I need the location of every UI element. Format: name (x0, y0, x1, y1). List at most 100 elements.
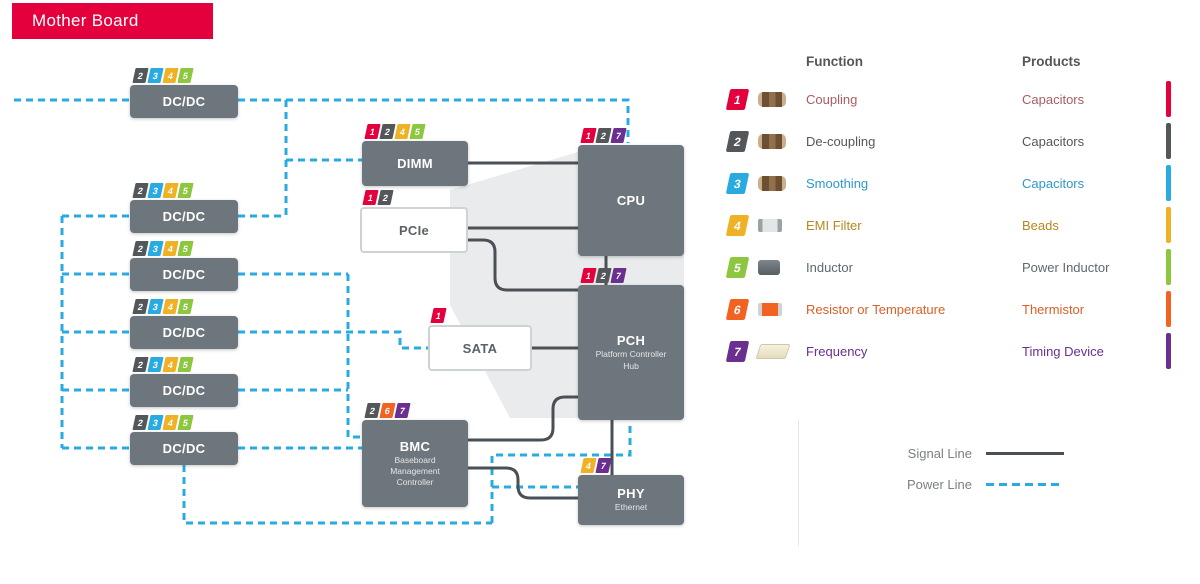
function-products-legend: Function Products 1 Coupling Capacitors … (725, 44, 1172, 372)
badge-row: 2 3 4 5 (132, 241, 194, 256)
function-badge-4: 4 (162, 241, 179, 256)
function-badge-3: 3 (147, 299, 164, 314)
box-label: DC/DC (162, 441, 206, 456)
box-sublabel: Ethernet (614, 502, 648, 513)
function-badge-2: 2 (132, 299, 149, 314)
function-badge-6: 6 (379, 403, 396, 418)
block-dcdc-2: 2 3 4 5 DC/DC (130, 183, 238, 233)
signal-line-sample (986, 452, 1064, 455)
product-label: Capacitors (1022, 91, 1085, 107)
box-label: DC/DC (162, 325, 206, 340)
block-dcdc-6: 2 3 4 5 DC/DC (130, 415, 238, 465)
capacitor-icon (758, 133, 806, 149)
function-badge-3: 3 (147, 241, 164, 256)
function-badge-2: 2 (132, 415, 149, 430)
box-label: DIMM (397, 156, 433, 171)
box-label: PHY (617, 486, 645, 502)
products-header: Products (1022, 53, 1081, 69)
block-dcdc-1: 2 3 4 5 DC/DC (130, 68, 238, 118)
box-sublabel: Platform Controller Hub (595, 349, 667, 371)
function-badge-2: 2 (595, 128, 612, 143)
function-badge-2: 2 (595, 268, 612, 283)
legend-color-bar (1166, 291, 1171, 327)
badge-row: 1 2 (362, 190, 394, 205)
function-badge-4: 4 (162, 68, 179, 83)
function-badge-2: 2 (364, 403, 381, 418)
function-badge-1: 1 (580, 268, 597, 283)
product-label: Timing Device (1022, 343, 1104, 359)
function-badge-7: 7 (725, 340, 750, 362)
box-label: DC/DC (162, 383, 206, 398)
function-badge-4: 4 (725, 214, 750, 236)
legend-row-decoupling: 2 De-coupling Capacitors (725, 120, 1172, 162)
function-badge-3: 3 (147, 357, 164, 372)
block-dcdc-5: 2 3 4 5 DC/DC (130, 357, 238, 407)
badge-row: 4 7 (580, 458, 612, 473)
function-badge-3: 3 (147, 415, 164, 430)
function-badge-4: 4 (162, 183, 179, 198)
power-lines (14, 98, 632, 525)
box-label: DC/DC (162, 267, 206, 282)
badge-row: 1 2 7 (580, 268, 627, 283)
badge-row: 2 3 4 5 (132, 357, 194, 372)
function-badge-3: 3 (725, 172, 750, 194)
function-badge-7: 7 (595, 458, 612, 473)
badge-row: 2 3 4 5 (132, 183, 194, 198)
function-label: EMI Filter (806, 217, 862, 233)
legend-row-coupling: 1 Coupling Capacitors (725, 78, 1172, 120)
phy-box: PHY Ethernet (578, 475, 684, 525)
block-dcdc-4: 2 3 4 5 DC/DC (130, 299, 238, 349)
function-badge-6: 6 (725, 298, 750, 320)
page-title-banner: Mother Board (12, 3, 213, 39)
legend-color-bar (1166, 333, 1171, 369)
function-badge-2: 2 (379, 124, 396, 139)
crystal-icon (755, 343, 806, 359)
function-badge-4: 4 (162, 415, 179, 430)
box-label: PCH (616, 333, 646, 349)
capacitor-icon (758, 91, 806, 107)
function-badge-2: 2 (132, 241, 149, 256)
function-badge-5: 5 (177, 183, 194, 198)
dcdc-box: DC/DC (130, 374, 238, 407)
badge-row: 2 6 7 (364, 403, 411, 418)
function-badge-1: 1 (580, 128, 597, 143)
inductor-icon (758, 259, 806, 275)
badge-row: 1 2 7 (580, 128, 627, 143)
dimm-box: DIMM (362, 141, 468, 186)
legend-color-bar (1166, 81, 1171, 117)
function-badge-1: 1 (362, 190, 379, 205)
dcdc-box: DC/DC (130, 258, 238, 291)
product-label: Power Inductor (1022, 259, 1110, 275)
legend-row-frequency: 7 Frequency Timing Device (725, 330, 1172, 372)
product-label: Thermistor (1022, 301, 1085, 317)
line-type-legend: Signal Line Power Line (798, 420, 1078, 546)
function-badge-1: 1 (430, 308, 447, 323)
legend-row-smoothing: 3 Smoothing Capacitors (725, 162, 1172, 204)
block-pch: 1 2 7 PCH Platform Controller Hub (578, 268, 684, 420)
pcie-box: PCIe (360, 207, 468, 253)
function-badge-4: 4 (394, 124, 411, 139)
badge-row: 2 3 4 5 (132, 299, 194, 314)
dcdc-box: DC/DC (130, 200, 238, 233)
box-label: SATA (462, 340, 498, 356)
block-dimm: 1 2 4 5 DIMM (362, 124, 468, 186)
function-badge-1: 1 (725, 88, 750, 110)
legend-row-inductor: 5 Inductor Power Inductor (725, 246, 1172, 288)
page-title: Mother Board (32, 11, 139, 30)
function-badge-4: 4 (580, 458, 597, 473)
block-bmc: 2 6 7 BMC Baseboard Management Controlle… (362, 403, 468, 507)
function-badge-7: 7 (610, 268, 627, 283)
function-label: Frequency (806, 343, 868, 359)
product-label: Capacitors (1022, 175, 1085, 191)
box-sublabel: Baseboard Management Controller (390, 454, 440, 488)
box-label: BMC (399, 438, 431, 454)
legend-color-bar (1166, 207, 1171, 243)
product-label: Capacitors (1022, 133, 1085, 149)
power-line-row: Power Line (799, 477, 1078, 492)
cpu-box: CPU (578, 145, 684, 256)
legend-color-bar (1166, 165, 1171, 201)
function-badge-5: 5 (177, 415, 194, 430)
sata-box: SATA (428, 325, 532, 371)
signal-lines (468, 161, 614, 500)
box-label: PCIe (398, 222, 430, 238)
